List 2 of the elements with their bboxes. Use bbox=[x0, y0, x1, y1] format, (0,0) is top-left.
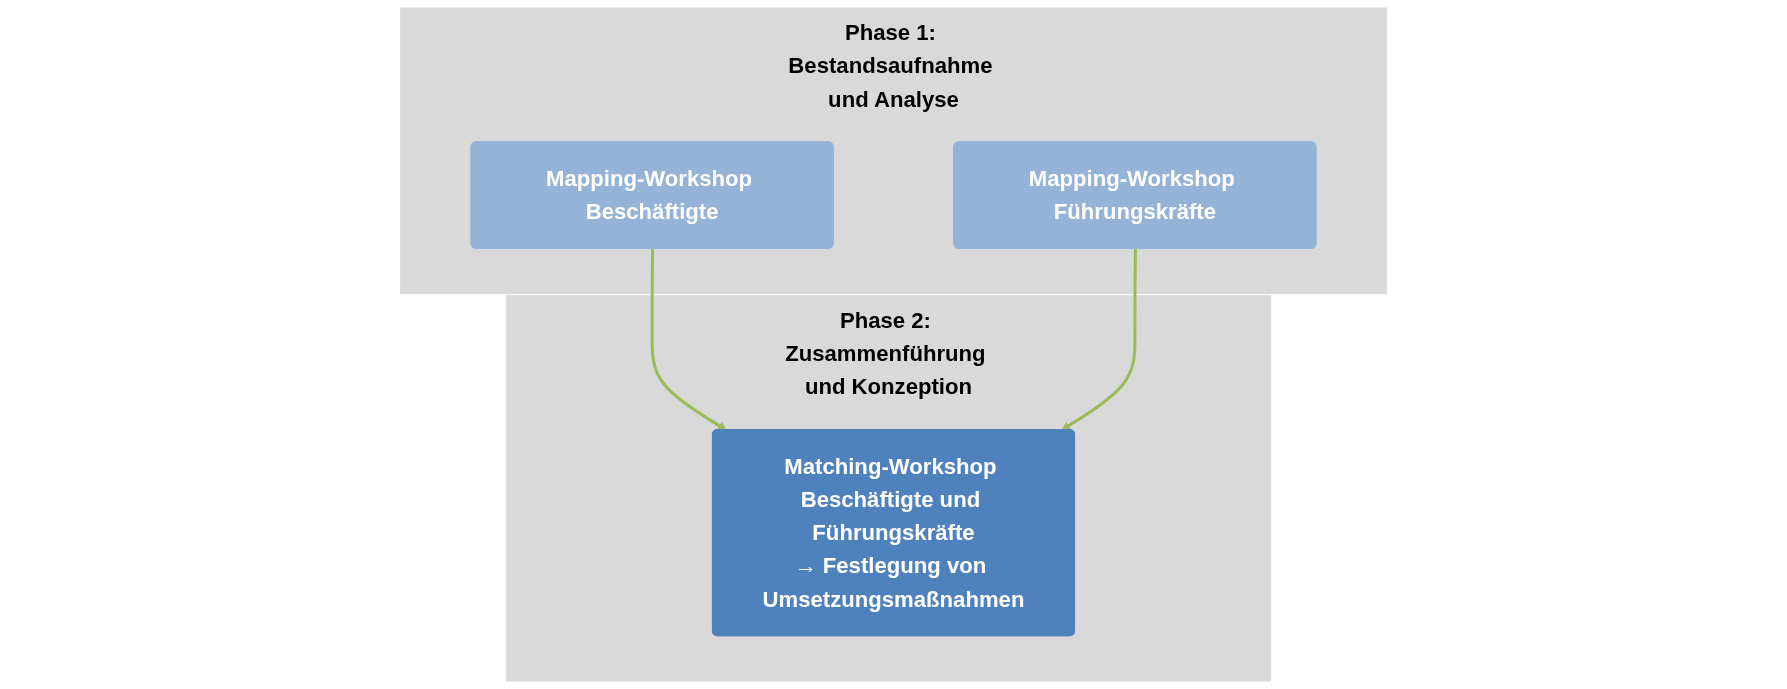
arrow bbox=[650, 248, 727, 431]
arrow bbox=[1061, 248, 1137, 431]
